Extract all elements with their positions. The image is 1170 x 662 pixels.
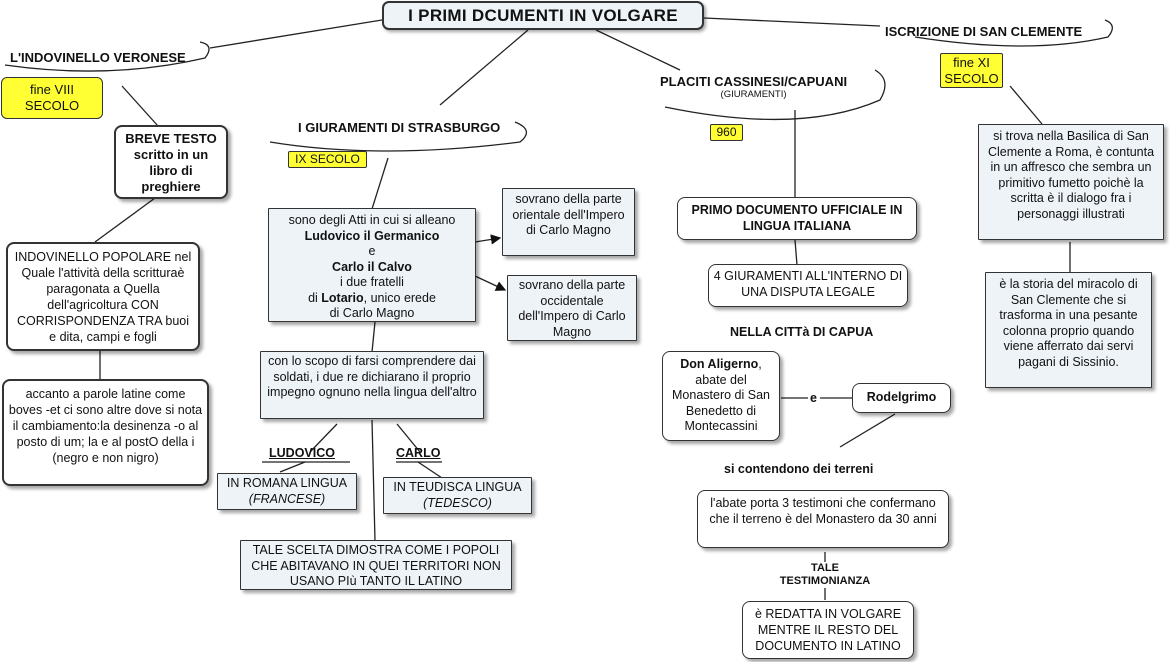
dispute-label: si contendono dei terreni: [724, 462, 874, 476]
map-title: I PRIMI DCUMENTI IN VOLGARE: [382, 1, 704, 30]
romana-lingua-box: IN ROMANA LINGUA (FRANCESE): [217, 473, 357, 510]
acts-and: e: [368, 244, 376, 258]
volgare-box: è REDATTA IN VOLGARE MENTRE IL RESTO DEL…: [742, 601, 914, 659]
strasburgo-purpose-box: con lo scopo di farsi comprendere dai so…: [260, 351, 484, 419]
veronese-date-badge: fine VIII SECOLO: [1, 77, 103, 119]
aligerno-name: Don Aligerno: [680, 357, 759, 371]
acts-pre3: di: [308, 290, 318, 305]
veronese-popular-riddle: INDOVINELLO POPOLARE nel Quale l'attivit…: [6, 242, 200, 351]
romana-line: IN ROMANA LINGUA: [226, 476, 348, 490]
placiti-heading: PLACITI CASSINESI/CAPUANI (GIURAMENTI): [660, 74, 847, 100]
acts-line3: di Lotario, unico erede: [273, 291, 471, 307]
aligerno-box: Don Aligerno, abate del Monastero di San…: [662, 351, 780, 441]
witnesses-box: l'abate porta 3 testimoni che confermano…: [697, 490, 949, 548]
rodelgrimo-box: Rodelgrimo: [852, 383, 951, 413]
strasburgo-choice-box: TALE SCELTA DIMOSTRA COME I POPOLI CHE A…: [240, 540, 512, 590]
aligerno-rest: , abate del Monastero di San Benedetto d…: [672, 357, 770, 433]
carlo-label: CARLO: [396, 446, 441, 460]
ludovico-label: LUDOVICO: [269, 446, 335, 460]
strasburgo-east-box: sovrano della parte orientale dell'Imper…: [502, 188, 635, 256]
capua-label: NELLA CITTà DI CAPUA: [730, 325, 874, 339]
strasburgo-west-box: sovrano della parte occidentale dell'Imp…: [507, 275, 637, 341]
clemente-heading: ISCRIZIONE DI SAN CLEMENTE: [885, 24, 1083, 39]
francese-line: (FRANCESE): [248, 491, 326, 506]
testimony-label: TALE TESTIMONIANZA: [779, 562, 871, 587]
acts-name-ludovico: Ludovico il Germanico: [304, 228, 440, 243]
clemente-basilica-box: si trova nella Basilica di San Clemente …: [978, 124, 1164, 240]
veronese-latin-note: accanto a parole latine come boves -et c…: [2, 379, 209, 486]
teudisca-lingua-box: IN TEUDISCA LINGUA (TEDESCO): [383, 477, 532, 514]
acts-name-carlo: Carlo il Calvo: [332, 259, 412, 274]
teudisca-line: IN TEUDISCA LINGUA: [393, 480, 522, 494]
strasburgo-heading: I GIURAMENTI DI STRASBURGO: [298, 120, 501, 135]
acts-line3-rest: , unico erede: [363, 290, 436, 305]
acts-line1: sono degli Atti in cui si alleano: [288, 213, 456, 227]
veronese-short-text: BREVE TESTO scritto in un libro di pregh…: [114, 125, 228, 199]
placiti-date-badge: 960: [710, 124, 743, 141]
placiti-first-document: PRIMO DOCUMENTO UFFICIALE IN LINGUA ITAL…: [677, 197, 917, 240]
acts-name-lotario: Lotario: [321, 290, 364, 305]
placiti-oaths-box: 4 GIURAMENTI ALL'INTERNO DI UNA DISPUTA …: [708, 264, 908, 307]
placiti-subheading: (GIURAMENTI): [720, 89, 787, 100]
and-label: e: [810, 391, 817, 405]
placiti-heading-text: PLACITI CASSINESI/CAPUANI: [660, 74, 848, 89]
veronese-heading: L'INDOVINELLO VERONESE: [10, 50, 186, 65]
strasburgo-acts-box: sono degli Atti in cui si alleano Ludovi…: [268, 208, 476, 322]
tedesco-line: (TEDESCO): [423, 495, 492, 510]
strasburgo-date-badge: IX SECOLO: [288, 151, 367, 168]
clemente-date-badge: fine XI SECOLO: [940, 53, 1003, 88]
acts-line4: di Carlo Magno: [329, 306, 415, 320]
acts-line2: i due fratelli: [340, 275, 404, 289]
clemente-miracle-box: è la storia del miracolo di San Clemente…: [985, 272, 1152, 388]
